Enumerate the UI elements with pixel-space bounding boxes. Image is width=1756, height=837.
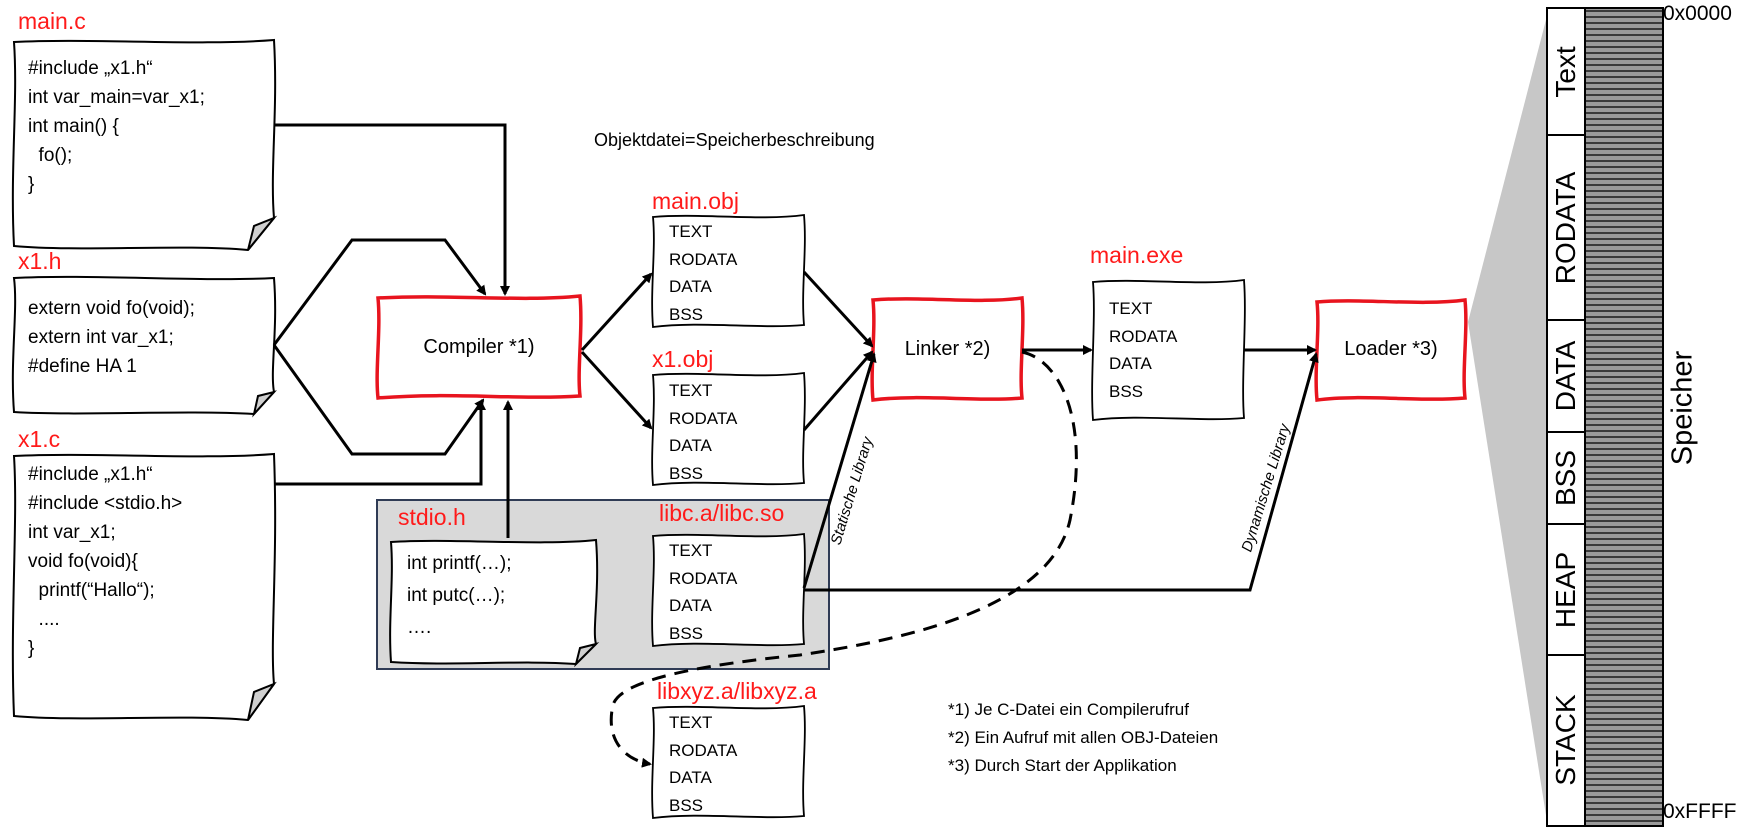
memory-segment-data: DATA: [1550, 340, 1581, 412]
arrow-x1-c-to-compiler: [274, 400, 486, 486]
stdio-h-title: stdio.h: [398, 504, 466, 530]
stdio-h-fold: [574, 642, 600, 668]
loader-label: Loader *3): [1344, 338, 1438, 360]
x1-c-code: #include „x1.h“ #include <stdio.h> int v…: [28, 464, 183, 659]
main-exe-title: main.exe: [1090, 242, 1184, 268]
memory-segment-text: Text: [1550, 46, 1581, 98]
compiler-box: [375, 294, 583, 400]
main-exe-box: [1091, 278, 1246, 422]
compiler-label: Compiler *1): [423, 336, 535, 358]
linker-box: [870, 296, 1025, 402]
x1-h-code: extern void fo(void); extern int var_x1;…: [28, 298, 195, 377]
include-hexagon-bottom: [272, 344, 485, 456]
x1-h-title: x1.h: [18, 248, 62, 274]
loader-box: [1314, 298, 1468, 402]
main-obj-box: [651, 213, 806, 329]
libc-segments: TEXT RODATA DATA BSS: [669, 541, 738, 643]
main-exe-segments: TEXT RODATA DATA BSS: [1109, 299, 1178, 401]
arrow-libc-to-linker: [802, 352, 877, 589]
memory-segment-stack: STACK: [1550, 694, 1581, 786]
x1-h-fold: [252, 390, 277, 418]
memory-projection: [1468, 12, 1548, 828]
libc-box: [651, 532, 806, 648]
memory-segment-rodata: RODATA: [1550, 171, 1581, 285]
linker-label: Linker *2): [904, 338, 991, 360]
main-c-code: #include „x1.h“ int var_main=var_x1; int…: [28, 58, 205, 195]
main-c-title: main.c: [18, 8, 86, 34]
arrow-x1-obj-to-linker: [802, 350, 874, 431]
libxyz-title: libxyz.a/libxyz.a: [657, 678, 817, 704]
dashed-linker-to-libxyz: [609, 350, 1078, 768]
footnotes: *1) Je C-Datei ein Compilerufruf *2) Ein…: [948, 700, 1219, 775]
memory-address-top: 0x0000: [1663, 2, 1732, 25]
libxyz-segments: TEXT RODATA DATA BSS: [669, 713, 738, 815]
include-hexagon-top: [272, 238, 487, 346]
memory-address-bottom: 0xFFFF: [1663, 800, 1737, 823]
x1-c-fold: [247, 681, 277, 721]
x1-obj-segments: TEXT RODATA DATA BSS: [669, 381, 738, 483]
x1-obj-title: x1.obj: [652, 346, 714, 372]
arrow-compiler-to-x1-obj: [580, 350, 653, 430]
memory-segment-bss: BSS: [1550, 449, 1581, 507]
libxyz-box: [651, 704, 806, 820]
memory-bar: [1584, 7, 1664, 827]
x1-c-title: x1.c: [18, 426, 61, 452]
object-file-note: Objektdatei=Speicherbeschreibung: [594, 130, 875, 150]
main-obj-segments: TEXT RODATA DATA BSS: [669, 222, 738, 324]
arrow-main-obj-to-linker: [802, 270, 874, 348]
memory-segment-heap: HEAP: [1550, 551, 1581, 629]
main-c-fold: [247, 215, 278, 251]
arrow-main-c-to-compiler: [274, 123, 510, 296]
stdio-h-code: int printf(…); int putc(…); ….: [407, 553, 512, 638]
arrow-libc-to-loader-dynamic: [804, 352, 1319, 592]
x1-obj-box: [651, 371, 806, 487]
libc-title: libc.a/libc.so: [659, 500, 785, 526]
memory-title: Speicher: [1666, 350, 1699, 466]
arrow-compiler-to-main-obj: [580, 272, 653, 352]
main-obj-title: main.obj: [652, 188, 739, 214]
